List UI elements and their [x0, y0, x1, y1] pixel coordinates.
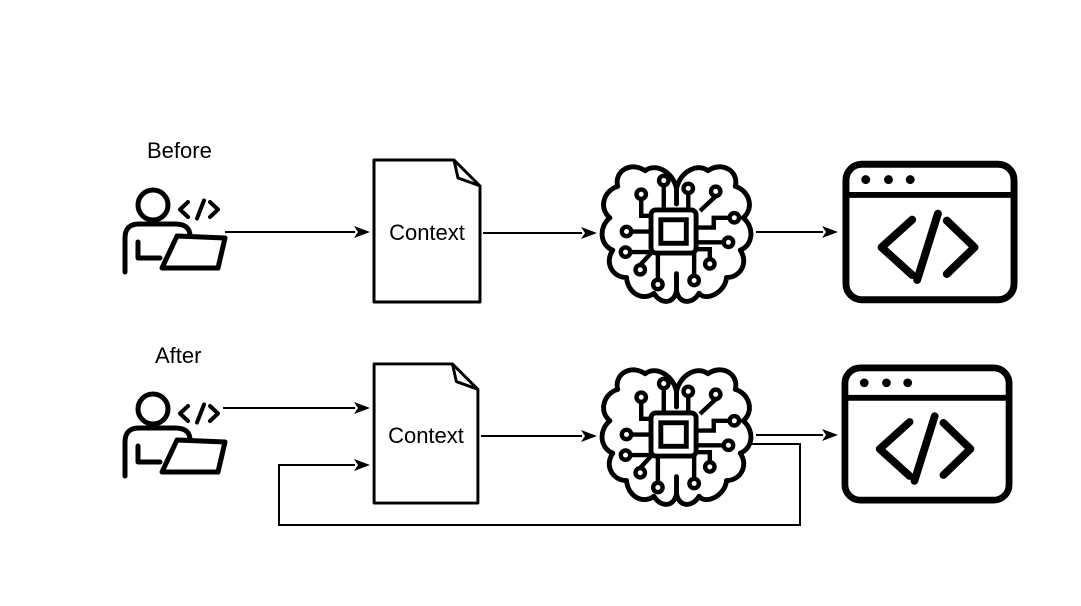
arrow-brain-to-output [756, 429, 838, 441]
ai-brain-chip-icon [602, 370, 751, 505]
ai-brain-chip-icon [602, 167, 751, 302]
arrowhead-icon [822, 226, 838, 238]
arrowhead-icon [822, 429, 838, 441]
arrow-brain-to-output [756, 226, 838, 238]
arrow-context-to-brain [481, 430, 597, 442]
feedback-loop-arrow [278, 443, 801, 526]
arrowhead-icon [581, 430, 597, 442]
arrowhead-icon [354, 226, 370, 238]
after-label: After [155, 343, 201, 368]
developer-with-laptop-icon [125, 394, 225, 476]
arrowhead-icon [354, 402, 370, 414]
before-label: Before [147, 138, 212, 163]
browser-code-window-icon [845, 368, 1009, 500]
arrow-person-to-context [223, 402, 370, 414]
arrowhead-icon [354, 459, 370, 471]
after-row: After Context [125, 343, 1009, 526]
before-row: Before Context [125, 138, 1014, 302]
context-label: Context [388, 423, 464, 448]
arrow-context-to-brain [483, 227, 597, 239]
browser-code-window-icon [846, 164, 1014, 299]
context-label: Context [389, 220, 465, 245]
arrowhead-icon [581, 227, 597, 239]
developer-with-laptop-icon [125, 190, 225, 272]
arrow-person-to-context [225, 226, 370, 238]
